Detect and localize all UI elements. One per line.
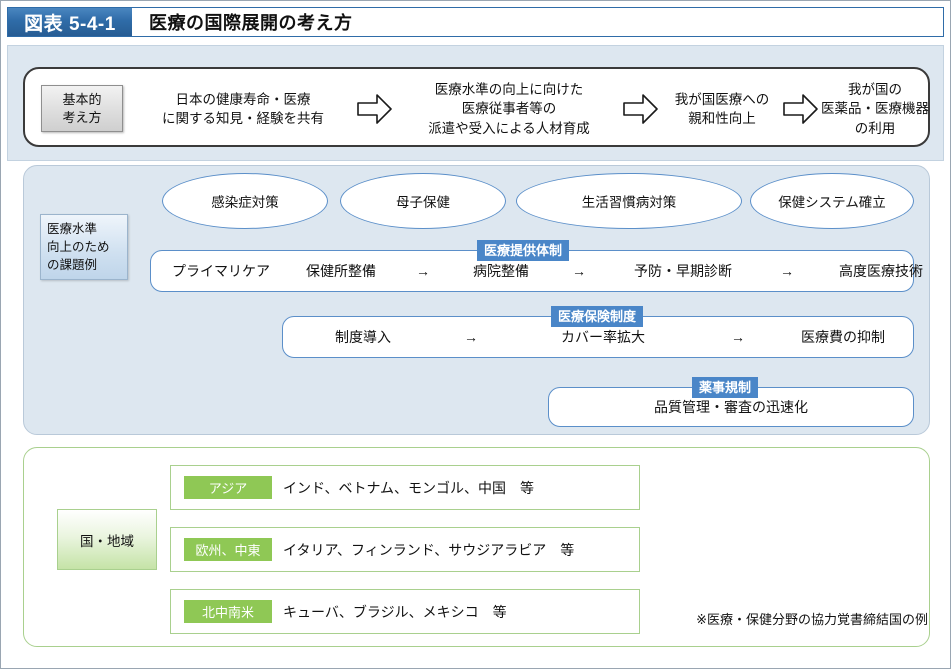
issue-examples-label: 医療水準 向上のため の課題例 [40,214,128,280]
flow-item-prevention: 予防・早期診断 [634,263,732,279]
issue-examples-panel: 医療水準 向上のため の課題例 感染症対策 母子保健 生活習慣病対策 保健システ… [23,165,930,435]
block-arrow-right-icon [623,92,659,126]
region-chip-asia: アジア [184,476,272,499]
basic-approach-step-1: 日本の健康寿命・医療 に関する知見・経験を共有 [162,91,324,126]
flow-chip-health-insurance: 医療保険制度 [551,306,644,327]
basic-approach-step-4: 我が国の 医薬品・医療機器 の利用 [821,82,929,136]
figure-number-badge: 図表 5-4-1 [8,8,132,36]
flow-arrow-5: → [731,329,745,345]
region-chip-americas: 北中南米 [184,600,272,623]
region-countries-asia: インド、ベトナム、モンゴル、中国 等 [283,479,535,496]
flow-item-hospital: 病院整備 [473,263,529,279]
issue-oval-health-system: 保健システム確立 [750,173,914,229]
regions-panel: 国・地域 アジア インド、ベトナム、モンゴル、中国 等 欧州、中東 イタリア、フ… [23,447,930,647]
title-bar: 図表 5-4-1 医療の国際展開の考え方 [7,7,944,37]
flow-item-system-intro: 制度導入 [335,329,391,345]
region-row-asia: アジア インド、ベトナム、モンゴル、中国 等 [170,465,640,510]
block-arrow-right-icon [783,92,819,126]
region-row-americas: 北中南米 キューバ、ブラジル、メキシコ 等 [170,589,640,634]
issue-oval-maternal-child-health: 母子保健 [340,173,506,229]
basic-approach-flow-box: 基本的 考え方 日本の健康寿命・医療 に関する知見・経験を共有 医療水準の向上に… [23,67,930,147]
region-row-europe-middle-east: 欧州、中東 イタリア、フィンランド、サウジアラビア 等 [170,527,640,572]
block-arrow-right-icon [357,92,393,126]
flow-item-health-center: 保健所整備 [306,263,376,279]
flow-arrow-2: → [572,263,586,279]
flow-arrow-4: → [464,329,478,345]
basic-approach-label: 基本的 考え方 [41,85,123,132]
flow-item-cost-control: 医療費の抑制 [801,329,885,345]
basic-approach-label-line2: 考え方 [62,109,102,125]
issue-oval-lifestyle-disease: 生活習慣病対策 [516,173,742,229]
regions-label: 国・地域 [57,509,157,570]
region-countries-europe-middle-east: イタリア、フィンランド、サウジアラビア 等 [283,541,575,558]
basic-approach-step-2: 医療水準の向上に向けた 医療従事者等の 派遣や受入による人材育成 [428,82,590,136]
flow-chip-pharma-regulation: 薬事規制 [692,377,759,398]
flow-arrow-3: → [780,263,794,279]
flow-arrow-1: → [416,263,430,279]
issue-label-line1: 医療水準 [47,221,98,236]
region-countries-americas: キューバ、ブラジル、メキシコ 等 [283,603,507,620]
basic-approach-label-line1: 基本的 [62,91,102,107]
issue-oval-infectious-disease: 感染症対策 [162,173,328,229]
issue-label-line3: の課題例 [47,258,98,273]
flow-item-primary-care: プライマリケア [172,263,270,279]
flow-item-quality-control: 品質管理・審査の迅速化 [654,399,808,415]
flow-chip-healthcare-delivery: 医療提供体制 [477,240,570,261]
region-chip-europe-middle-east: 欧州、中東 [184,538,272,561]
page-title: 医療の国際展開の考え方 [149,13,353,33]
basic-approach-step-3: 我が国医療への 親和性向上 [674,91,770,126]
flow-item-coverage: カバー率拡大 [561,329,645,345]
issue-label-line2: 向上のため [47,239,110,254]
regions-note: ※医療・保健分野の協力覚書締結国の例 [696,612,928,627]
flow-item-advanced-tech: 高度医療技術 [839,263,923,279]
